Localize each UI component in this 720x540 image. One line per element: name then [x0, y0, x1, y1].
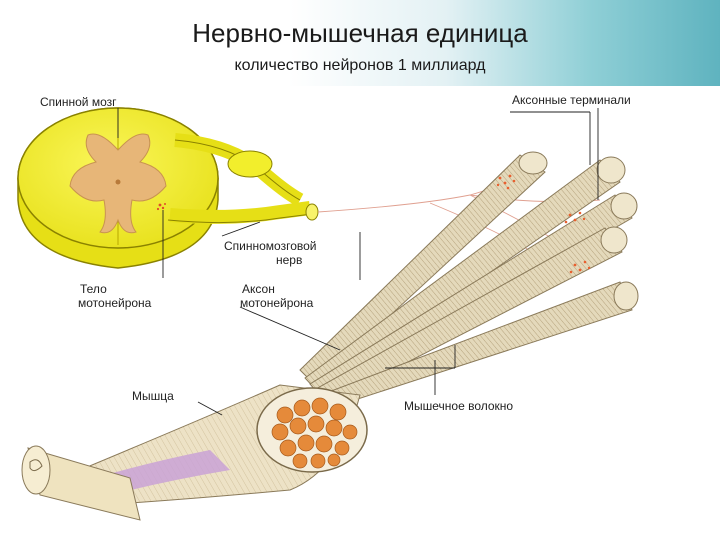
label-axon-2: мотонейрона: [240, 296, 314, 310]
fascicles: [271, 397, 358, 469]
spinal-cord: [17, 107, 319, 269]
page-title: Нервно-мышечная единица: [192, 18, 528, 48]
neuromuscular-unit-diagram: Спинной мозг Аксонные терминали Спинномо…: [17, 93, 639, 521]
muscle: [21, 384, 368, 521]
leader-lines: [117, 108, 599, 416]
label-spinal-nerve-2: нерв: [276, 253, 302, 267]
label-body-1: Тело: [80, 282, 107, 296]
label-body-2: мотонейрона: [78, 296, 152, 310]
muscle-fibers: [299, 151, 639, 409]
label-muscle: Мышца: [132, 389, 174, 403]
label-axon-terminals: Аксонные терминали: [512, 93, 631, 107]
label-spinal-nerve-1: Спинномозговой: [224, 239, 317, 253]
axon-terminals: [496, 174, 591, 274]
label-muscle-fiber: Мышечное волокно: [404, 399, 513, 413]
label-spinal-cord: Спинной мозг: [40, 95, 117, 109]
label-axon-1: Аксон: [242, 282, 275, 296]
header-band: [0, 0, 720, 86]
page-subtitle: количество нейронов 1 миллиард: [234, 57, 486, 74]
